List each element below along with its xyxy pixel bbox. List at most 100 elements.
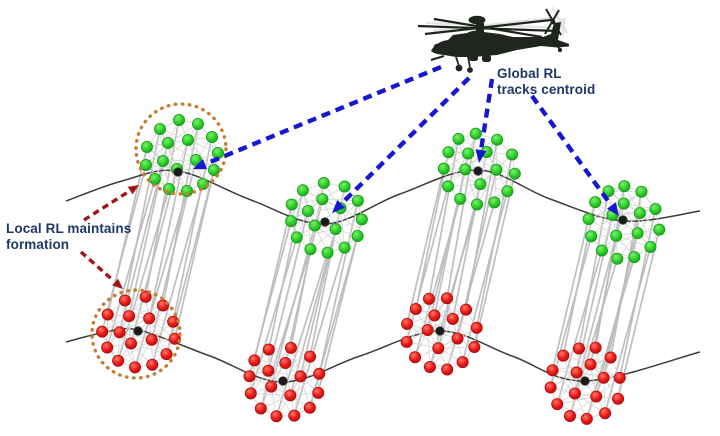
centroid-marker — [618, 215, 628, 225]
drone-agent-dot — [400, 335, 413, 348]
drone-agent-dot — [351, 194, 364, 207]
mesh-line — [601, 232, 638, 251]
drone-agent-dot — [338, 180, 351, 193]
drone-agent-dot — [180, 184, 193, 197]
mesh-line — [117, 339, 152, 362]
mesh-line — [270, 347, 292, 387]
global-rl-arrow — [332, 76, 471, 213]
drone-agent-dot — [290, 231, 303, 244]
drone-agent-dot — [590, 390, 603, 403]
drone-agent-dot — [597, 371, 610, 384]
drone-agent-dot — [172, 114, 185, 127]
drone-agent-dot — [432, 342, 445, 355]
trajectory-line — [549, 236, 593, 388]
centroid-marker — [173, 167, 183, 177]
drone-agent-dot — [205, 130, 218, 143]
rl-arrows — [79, 64, 619, 289]
centroid-marker — [278, 376, 288, 386]
drone-agent-dot — [470, 321, 483, 334]
drone-agent-dot — [551, 398, 564, 411]
mesh-line — [576, 372, 620, 379]
drone-agent-dot — [612, 392, 625, 405]
mesh-line — [438, 346, 475, 349]
mesh-line — [562, 355, 576, 394]
drone-agent-dot — [338, 241, 351, 254]
drone-agent-dot — [153, 123, 166, 136]
trajectory-line — [106, 178, 156, 348]
drone-agent-dot — [181, 133, 194, 146]
trajectory-line — [128, 142, 169, 317]
swarm-clusters — [96, 114, 666, 425]
drone-agent-dot — [285, 198, 298, 211]
drone-agent-dot — [191, 118, 204, 131]
mesh-line — [168, 159, 197, 190]
drone-agent-dot — [441, 363, 454, 376]
mesh-line — [406, 323, 439, 349]
red-swarm-2 — [243, 341, 326, 423]
drone-agent-dot — [428, 309, 441, 322]
drone-agent-dot — [285, 215, 298, 228]
mesh-line — [130, 343, 167, 355]
green-swarm-2 — [285, 177, 368, 259]
trajectory-line — [574, 235, 618, 394]
drone-agent-dot — [460, 303, 473, 316]
drone-agent-dot — [501, 185, 514, 198]
global-rl-arrow — [530, 94, 619, 216]
drone-agent-dot — [506, 148, 519, 161]
mesh-line — [340, 208, 346, 248]
drone-agent-dot — [649, 202, 662, 215]
mesh-line — [124, 300, 132, 344]
mesh-line — [119, 332, 136, 368]
drone-agent-dot — [113, 326, 126, 339]
centroid-marker — [580, 376, 590, 386]
red-swarm-4 — [544, 341, 626, 425]
drone-agent-dot — [582, 212, 595, 225]
drone-agent-dot — [148, 172, 161, 185]
red-swarm-3 — [400, 292, 483, 376]
drone-agent-dot — [568, 387, 581, 400]
local-rl-label: Local RL maintains formation — [6, 221, 132, 252]
drone-agent-dot — [589, 341, 602, 354]
drone-agent-dot — [617, 197, 630, 210]
drone-agent-dot — [189, 153, 202, 166]
mesh-line — [176, 168, 215, 171]
drone-agent-dot — [635, 185, 648, 198]
mesh-line — [296, 228, 336, 238]
mesh-line — [447, 153, 469, 187]
drone-agent-dot — [265, 380, 278, 393]
drone-agent-dot — [471, 198, 484, 211]
trajectory-line — [602, 212, 641, 378]
drone-agent-dot — [351, 229, 364, 242]
trajectory-line — [428, 138, 460, 299]
drone-agent-dot — [308, 219, 321, 232]
mesh-line — [148, 318, 167, 355]
drone-agent-dot — [355, 213, 368, 226]
drone-agent-dot — [421, 324, 434, 337]
drone-agent-dot — [653, 223, 666, 236]
mesh-line — [557, 396, 597, 405]
drone-agent-dot — [288, 409, 301, 422]
drone-agent-dot — [570, 366, 583, 379]
drone-agent-dot — [139, 158, 152, 171]
drone-agent-dot — [440, 292, 453, 305]
drone-agent-dot — [128, 361, 141, 374]
trajectory-line — [589, 203, 625, 365]
drone-agent-dot — [422, 292, 435, 305]
green-swarm-4 — [582, 180, 666, 265]
drone-agent-dot — [248, 354, 261, 367]
global-rl-arrow — [475, 78, 495, 163]
mesh-line — [427, 309, 467, 331]
local-rl-arrow — [83, 185, 139, 222]
helicopter-icon — [417, 6, 569, 73]
mesh-line — [594, 201, 617, 236]
drone-agent-dot — [456, 356, 469, 369]
trajectory-line — [130, 168, 178, 344]
drone-agent-dot — [160, 348, 173, 361]
drone-agent-dot — [304, 350, 317, 363]
global-rl-arrow — [193, 64, 442, 170]
mesh-line — [427, 330, 431, 368]
trajectory-line — [293, 247, 346, 416]
mesh-line — [476, 169, 497, 205]
centroid-marker — [473, 166, 483, 176]
